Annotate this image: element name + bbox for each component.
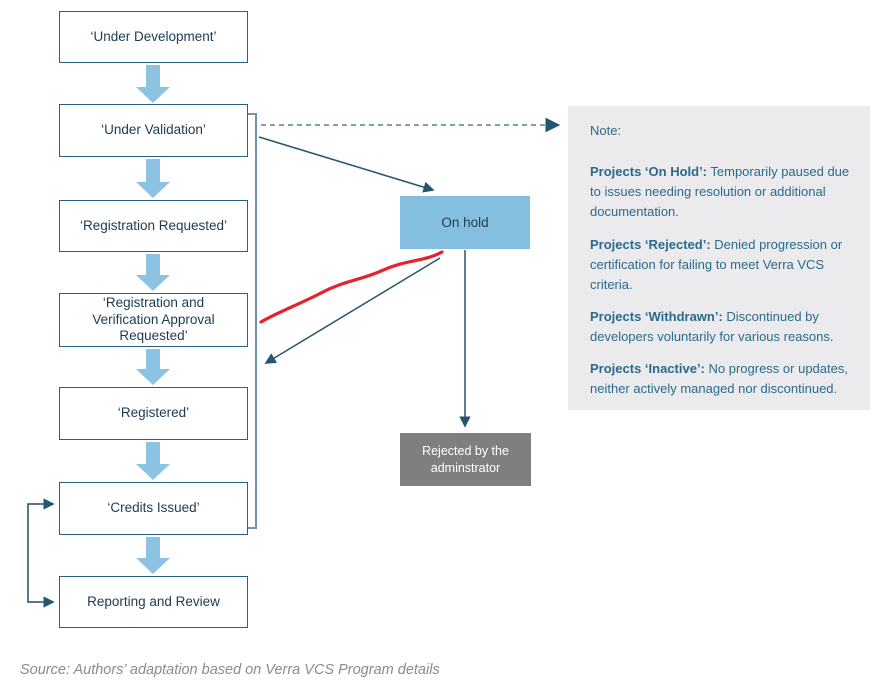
on-hold-box: On hold [400, 196, 530, 249]
note-item-withdrawn: Projects ‘Withdrawn’: Discontinued by de… [590, 308, 834, 345]
flow-box-registered: ‘Registered’ [59, 387, 248, 440]
flow-box-label: ‘Under Validation’ [101, 122, 206, 138]
flow-arrow-down-5 [136, 442, 170, 480]
flow-box-registration-requested: ‘Registration Requested’ [59, 200, 248, 252]
flow-box-label: ‘Registration and Verification Approval … [92, 294, 215, 344]
flow-arrow-down-2 [136, 159, 170, 198]
onhold-return-arrow [264, 257, 441, 364]
flow-box-under-validation: ‘Under Validation’ [59, 104, 248, 157]
credits-reporting-loop-bracket [27, 498, 55, 608]
flow-box-reporting-review: Reporting and Review [59, 576, 248, 628]
flow-arrow-down-1 [136, 65, 170, 103]
flow-box-under-development: ‘Under Development’ [59, 11, 248, 63]
red-emphasis-curve [259, 250, 444, 324]
source-caption: Source: Authors’ adaptation based on Ver… [20, 662, 440, 678]
rejected-by-administrator-box: Rejected by the adminstrator [400, 433, 531, 486]
rejected-label: Rejected by the adminstrator [422, 443, 509, 475]
note-item-inactive: Projects ‘Inactive’: No progress or upda… [590, 361, 848, 397]
flow-arrow-down-3 [136, 254, 170, 291]
note-item-rejected: Projects ‘Rejected’: Denied progression … [590, 236, 843, 292]
validation-to-onhold-arrow [258, 136, 435, 193]
flow-arrow-down-4 [136, 349, 170, 385]
note-item-on-hold: Projects ‘On Hold’: Temporarily paused d… [590, 164, 850, 220]
flow-box-label: ‘Registration Requested’ [79, 217, 228, 233]
note-heading: Note: [590, 123, 622, 138]
note-panel: Note: Projects ‘On Hold’: Temporarily pa… [568, 106, 870, 410]
flow-box-label: ‘Registered’ [117, 405, 190, 421]
flow-box-registration-verification-approval: ‘Registration and Verification Approval … [59, 293, 248, 347]
flow-box-label: ‘Under Development’ [90, 28, 217, 44]
flow-arrow-down-6 [136, 537, 170, 574]
flow-box-credits-issued: ‘Credits Issued’ [59, 482, 248, 535]
on-hold-label: On hold [441, 215, 489, 230]
flow-box-label: ‘Credits Issued’ [107, 500, 200, 516]
flow-box-label: Reporting and Review [87, 593, 220, 609]
